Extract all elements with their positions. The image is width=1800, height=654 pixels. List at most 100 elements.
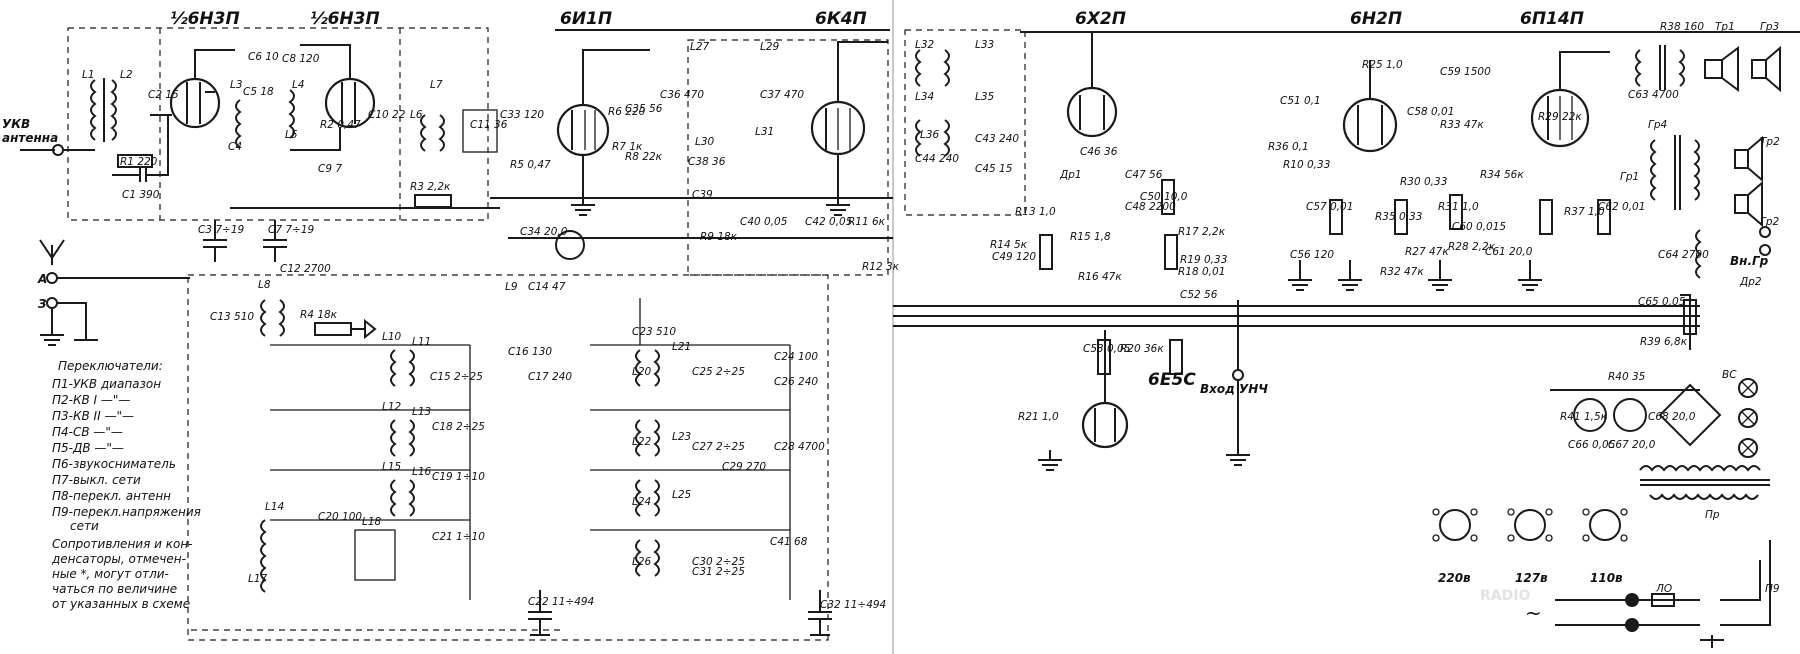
legend-item-p5: П5-ДВ —"— [52,441,124,455]
component-label: C40 0,05 [740,216,788,228]
legend-note-1: Сопротивления и кон- [52,537,193,551]
component-label: C43 240 [975,133,1019,145]
component-label: C58 0,01 [1407,106,1454,118]
ratio-detector-shield [904,29,1026,216]
component-label: C28 4700 [774,441,825,453]
rf-shield [67,27,489,221]
coil-l8 [260,299,285,337]
unch-input-label: Вход УНЧ [1200,382,1268,396]
coil-l6-l7 [420,114,445,152]
capacitor-c68 [1613,398,1647,432]
component-label: R32 47к [1380,266,1424,278]
component-label: C6 10 [248,51,279,63]
component-label: C4 [228,141,242,153]
component-label: L18 [362,516,382,528]
ukv-antenna-label-1: УКВ [2,117,30,131]
component-label: C30 2÷25 [692,556,745,568]
ext-speaker-label: Вн.Гр [1730,254,1769,268]
legend-item-p3: П3-КВ II —"— [52,409,134,423]
component-label: C62 0,01 [1598,201,1645,213]
antenna-symbol [39,239,65,265]
legend-note-5: от указанных в схеме [52,597,190,611]
component-label: C63 4700 [1628,89,1679,101]
tube-label-v1: ½6Н3П [170,9,240,29]
component-label: C42 0,05 [805,216,853,228]
svg-text:~: ~ [1525,601,1542,625]
component-label: C44 240 [915,153,959,165]
component-label: C50 10,0 [1140,191,1188,203]
component-label: L1 [82,69,95,81]
component-label: R16 47к [1078,271,1122,283]
component-label: R37 1,0 [1564,206,1605,218]
shield-l7 [462,109,498,153]
component-label: C31 2÷25 [692,566,745,578]
component-label: R12 3к [862,261,900,273]
bus-lines [893,305,1700,327]
capacitor-c22 [528,590,552,636]
component-label: C27 2÷25 [692,441,745,453]
power-transformer-primary [1649,493,1759,500]
component-label: L22 [632,436,652,448]
component-label: C10 22 [368,109,406,121]
voltage-selector-110 [1582,508,1628,542]
component-label: R28 2,2к [1448,241,1496,253]
voltage-label-127: 127в [1515,571,1548,585]
component-label: C2 15 [148,89,179,101]
component-label: R17 2,2к [1178,226,1226,238]
pilot-lamp-3 [1738,438,1758,458]
coil-l1-l2 [90,78,117,142]
speaker-gr2 [1734,135,1763,183]
component-label: ЛО [1655,583,1672,595]
bandswitch-coils-mid [635,349,660,577]
component-label: C53 0,05 [1083,343,1131,355]
component-label: C36 470 [660,89,704,101]
component-label: C57 0,01 [1306,201,1353,213]
component-label: R29 22к [1538,111,1582,123]
legend-note-2: денсаторы, отмечен- [51,552,186,566]
component-label: C11 36 [470,119,508,131]
component-label: L10 [382,331,402,343]
component-label: L34 [915,91,934,103]
ext-speaker-terminal[interactable] [1759,226,1771,238]
component-label: C64 2700 [1658,249,1709,261]
ground-z [40,308,64,346]
component-label: C34 20,0 [520,226,568,238]
pilot-lamp-1 [1738,378,1758,398]
terminal-a[interactable] [46,272,58,284]
component-label: C24 100 [774,351,818,363]
component-label: L25 [672,489,692,501]
component-label: C46 36 [1080,146,1118,158]
component-label: C66 0,05 [1568,439,1616,451]
tube-label-v8: 6Е5С [1148,370,1196,390]
choke-dr2 [1695,229,1702,279]
component-label: L12 [382,401,402,413]
component-label: C21 1÷10 [432,531,485,543]
legend-item-p2: П2-КВ I —"— [52,393,130,407]
output-transformer-tp1 [1635,45,1685,90]
component-label: R2 0,47 [320,119,361,131]
component-label: L24 [632,496,651,508]
tube-v5 [1066,32,1118,138]
output-transformer-tp2 [1650,135,1700,210]
bandswitch-coils-left [260,349,415,593]
component-label: C9 7 [318,163,342,175]
component-label: L7 [430,79,443,91]
component-label: C19 1÷10 [432,471,485,483]
component-label: R25 1,0 [1362,59,1403,71]
component-label: R1 220 [120,156,158,168]
component-label: C29 270 [722,461,766,473]
component-label: L8 [258,279,271,291]
component-label: R3 2,2к [410,181,451,193]
component-label: R31 1,0 [1438,201,1479,213]
component-label: Др2 [1739,276,1762,288]
terminal-z[interactable] [46,297,58,309]
resistor-r1 [117,154,153,168]
component-label: C20 100 [318,511,362,523]
capacitor-c32 [808,590,832,636]
component-label: L6 [410,109,423,121]
component-label: L13 [412,406,431,418]
component-label: C13 510 [210,311,254,323]
unch-input-terminal[interactable] [1232,369,1244,381]
capacitor-c67 [1573,398,1607,432]
